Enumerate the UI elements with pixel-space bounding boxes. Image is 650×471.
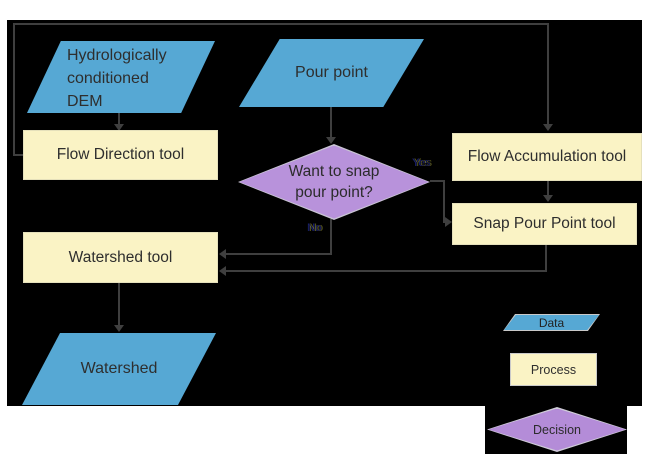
- node-flow-direction-tool: Flow Direction tool: [23, 130, 218, 180]
- arrowhead-flowaccumulation-to-snap: [543, 195, 553, 202]
- edge-dem-to-flowdirection: [118, 113, 120, 127]
- edge-watershedtool-to-watershed: [118, 283, 120, 327]
- legend-decision-label: Decision: [533, 422, 581, 437]
- edge-snap-to-watershedtool: [545, 245, 547, 272]
- node-decision-label: pour point?: [295, 184, 373, 201]
- node-watershed-label: Watershed: [80, 360, 158, 377]
- edge-snap-to-watershedtool: [226, 270, 547, 272]
- node-watershed-output: Watershed: [22, 333, 216, 405]
- edge-flowdirection-to-flowaccumulation: [13, 23, 549, 25]
- node-pour-point-label: Pour point: [295, 64, 368, 81]
- edge-label-no: No: [308, 222, 323, 234]
- legend-data-shape: Data: [503, 314, 600, 331]
- node-flow-accumulation-label: Flow Accumulation tool: [467, 148, 627, 165]
- legend-data-fill: Data: [504, 315, 599, 330]
- arrowhead-decision-no-to-watershedtool: [219, 249, 226, 259]
- edge-flowdirection-to-flowaccumulation: [13, 24, 15, 156]
- node-snap-pour-point-tool: Snap Pour Point tool: [452, 203, 637, 245]
- edge-label-yes: Yes: [413, 157, 431, 169]
- edge-decision-yes-to-snap: [430, 180, 445, 182]
- node-snap-pour-point-label: Snap Pour Point tool: [473, 215, 616, 232]
- arrowhead-dem-to-flowdirection: [114, 124, 124, 131]
- edge-flowaccumulation-to-snap: [547, 181, 549, 197]
- edge-decision-yes-to-snap: [443, 180, 445, 223]
- legend-process-label: Process: [530, 362, 577, 377]
- arrowhead-flowdirection-to-flowaccumulation: [543, 124, 553, 131]
- arrowhead-snap-to-watershedtool: [219, 266, 226, 276]
- node-decision-label: Want to snap: [288, 163, 380, 180]
- arrowhead-watershedtool-to-watershed: [114, 325, 124, 332]
- node-hydrologically-conditioned-dem: Hydrologically conditioned DEM: [27, 41, 215, 113]
- edge-flowdirection-to-flowaccumulation: [547, 23, 549, 126]
- node-watershed-tool: Watershed tool: [23, 232, 218, 283]
- arrowhead-pourpoint-to-decision: [326, 137, 336, 144]
- edge-pourpoint-to-decision: [330, 107, 332, 139]
- node-dem-label: Hydrologically conditioned DEM: [67, 47, 167, 110]
- legend-data-label: Data: [538, 315, 565, 330]
- node-flow-accumulation-tool: Flow Accumulation tool: [452, 133, 642, 181]
- edge-decision-no-to-watershedtool: [330, 219, 332, 255]
- edge-decision-no-to-watershedtool: [226, 253, 332, 255]
- arrowhead-decision-yes-to-snap: [445, 217, 452, 227]
- legend-process-shape: Process: [510, 353, 597, 386]
- node-watershed-tool-label: Watershed tool: [68, 248, 173, 266]
- edge-flowdirection-to-flowaccumulation: [14, 154, 23, 156]
- node-flow-direction-label: Flow Direction tool: [56, 146, 185, 163]
